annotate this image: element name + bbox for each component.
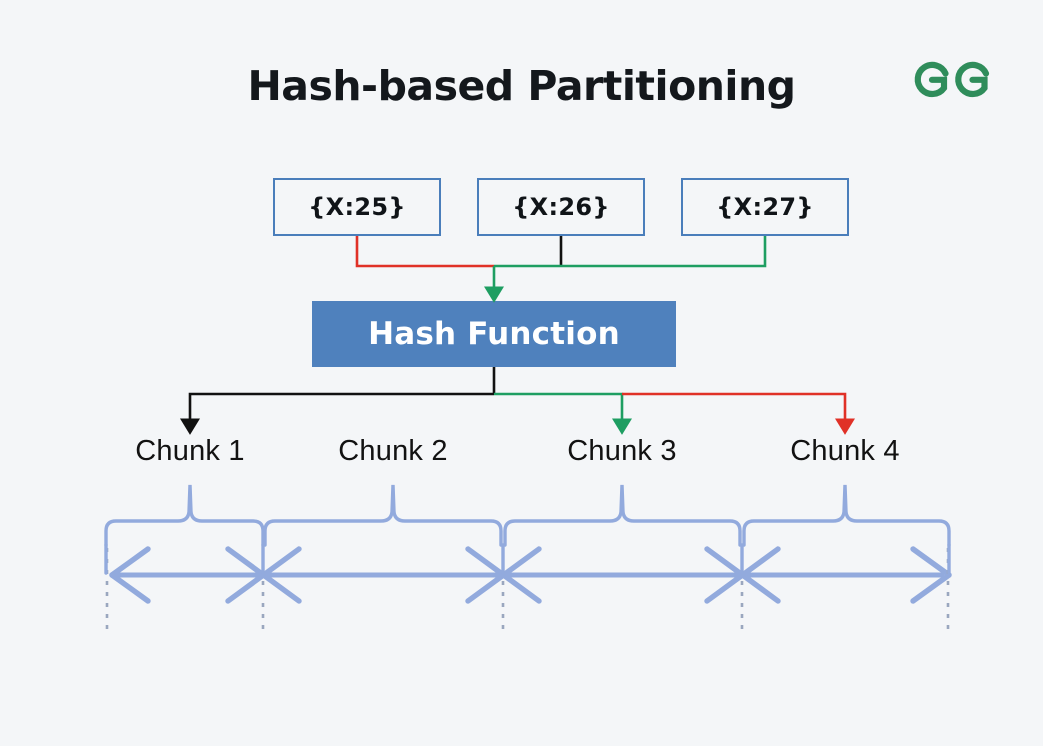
brace-chunk-2 bbox=[263, 484, 503, 547]
chunk-label-1: Chunk 1 bbox=[135, 435, 245, 467]
brace-stems bbox=[104, 543, 951, 575]
chunk-label-4: Chunk 4 bbox=[790, 435, 900, 467]
x-crossing-marker-2 bbox=[465, 546, 542, 604]
connector-x25-red bbox=[355, 236, 494, 268]
brace-chunk-3 bbox=[503, 484, 742, 547]
key-box-x26: {X:26} bbox=[477, 178, 645, 236]
boundary-dashed-ticks bbox=[105, 548, 950, 632]
connector-x27-green bbox=[483, 236, 767, 303]
x-crossing-marker-3 bbox=[704, 546, 781, 604]
key-box-x25: {X:25} bbox=[273, 178, 441, 236]
brace-chunk-1 bbox=[104, 484, 265, 547]
chunk-braces bbox=[104, 484, 951, 547]
chunk-label-3: Chunk 3 bbox=[567, 435, 677, 467]
brace-chunk-4 bbox=[742, 484, 951, 547]
right-arrowhead bbox=[910, 546, 952, 604]
x-crossing-marker-1 bbox=[225, 546, 302, 604]
page-title: Hash-based Partitioning bbox=[247, 62, 796, 110]
key-box-x27: {X:27} bbox=[681, 178, 849, 236]
hash-space-axis bbox=[109, 546, 952, 604]
chunk-label-2: Chunk 2 bbox=[338, 435, 448, 467]
connector-chunk3-green bbox=[494, 392, 633, 435]
left-arrowhead bbox=[109, 546, 151, 604]
geeksforgeeks-logo bbox=[912, 52, 1004, 106]
connector-chunk4-red bbox=[622, 392, 856, 435]
hash-function-box: Hash Function bbox=[312, 301, 676, 367]
x-crossing-markers bbox=[225, 546, 781, 604]
connector-chunk1-black bbox=[179, 392, 494, 435]
